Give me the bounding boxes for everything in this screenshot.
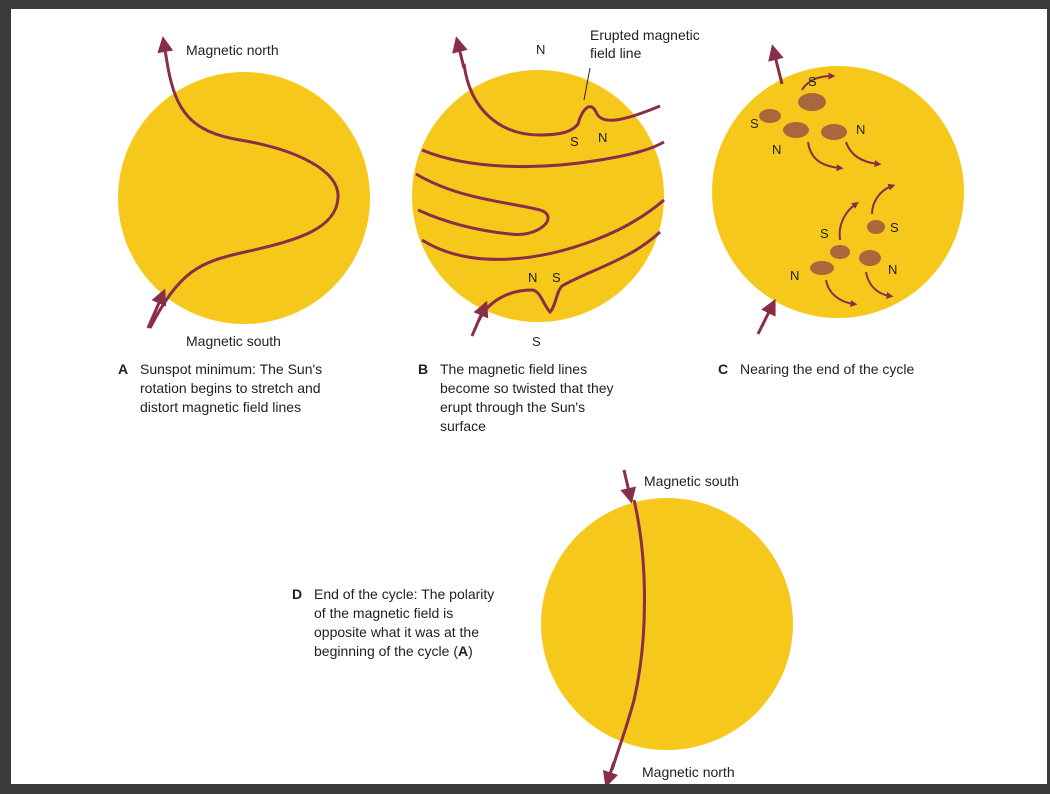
north-arrow-b	[458, 44, 464, 68]
sunspot-cycle-diagram: Magnetic north Magnetic south A Sunspot …	[11, 9, 1047, 784]
panel-b: Erupted magnetic field line N S N N S S …	[412, 27, 700, 434]
north-arrow-c	[774, 52, 782, 84]
sunspot-2	[798, 93, 826, 111]
lower-loop-s: S	[552, 270, 561, 285]
caption-c-line-1: Nearing the end of the cycle	[740, 361, 915, 377]
south-arrow-d	[624, 470, 630, 496]
sunspot-5	[867, 220, 885, 234]
caption-b-line-4: surface	[440, 418, 486, 434]
sun-disc-a	[118, 72, 370, 324]
caption-d-close: )	[468, 643, 473, 659]
spot-label-2: S	[750, 116, 759, 131]
sunspot-3	[783, 122, 809, 138]
caption-d-line-4: beginning of the cycle (A)	[314, 643, 473, 659]
caption-d-line-4-text: beginning of the cycle (	[314, 643, 458, 659]
panel-c: S S N N S S N N C Nearing the end of the…	[712, 52, 964, 377]
south-arrow-b	[472, 308, 484, 336]
spot-label-8: N	[888, 262, 897, 277]
caption-d-line-1: End of the cycle: The polarity	[314, 586, 494, 602]
panel-c-letter: C	[718, 361, 728, 377]
panel-a-letter: A	[118, 361, 128, 377]
caption-a-line-2: rotation begins to stretch and	[140, 380, 321, 396]
panel-d: Magnetic south Magnetic north D End of t…	[292, 470, 793, 780]
sunspot-4	[821, 124, 847, 140]
caption-d-ref: A	[458, 643, 468, 659]
spot-label-3: N	[772, 142, 781, 157]
pole-label-b-top: N	[536, 42, 545, 57]
spot-label-4: N	[856, 122, 865, 137]
north-arrow-a	[164, 44, 168, 68]
erupted-field-line-label-2: field line	[590, 45, 642, 61]
caption-d-line-3: opposite what it was at the	[314, 624, 479, 640]
caption-d-line-2: of the magnetic field is	[314, 605, 453, 621]
caption-a-line-3: distort magnetic field lines	[140, 399, 301, 415]
caption-b-line-3: erupt through the Sun's	[440, 399, 585, 415]
magnetic-north-label-d: Magnetic north	[642, 764, 735, 780]
upper-loop-n: N	[598, 130, 607, 145]
magnetic-south-label-a: Magnetic south	[186, 333, 281, 349]
lower-loop-n: N	[528, 270, 537, 285]
erupted-field-line-label-1: Erupted magnetic	[590, 27, 700, 43]
sunspot-8	[810, 261, 834, 275]
panel-a: Magnetic north Magnetic south A Sunspot …	[118, 42, 370, 415]
caption-b-line-1: The magnetic field lines	[440, 361, 587, 377]
diagram-page: Magnetic north Magnetic south A Sunspot …	[11, 9, 1047, 784]
sunspot-1	[759, 109, 781, 123]
spot-label-1: S	[808, 74, 817, 89]
caption-a-line-1: Sunspot minimum: The Sun's	[140, 361, 322, 377]
pole-label-b-bottom: S	[532, 334, 541, 349]
magnetic-south-label-d: Magnetic south	[644, 473, 739, 489]
panel-d-letter: D	[292, 586, 302, 602]
sun-disc-d	[541, 498, 793, 750]
sunspot-7	[859, 250, 881, 266]
sun-disc-c	[712, 66, 964, 318]
spot-label-7: N	[790, 268, 799, 283]
panel-b-letter: B	[418, 361, 428, 377]
sun-disc-b	[412, 70, 664, 322]
north-arrow-d	[608, 762, 614, 780]
magnetic-north-label-a: Magnetic north	[186, 42, 279, 58]
south-arrow-c	[758, 306, 772, 334]
upper-loop-s: S	[570, 134, 579, 149]
caption-b-line-2: become so twisted that they	[440, 380, 614, 396]
spot-label-6: S	[890, 220, 899, 235]
sunspot-6	[830, 245, 850, 259]
spot-label-5: S	[820, 226, 829, 241]
